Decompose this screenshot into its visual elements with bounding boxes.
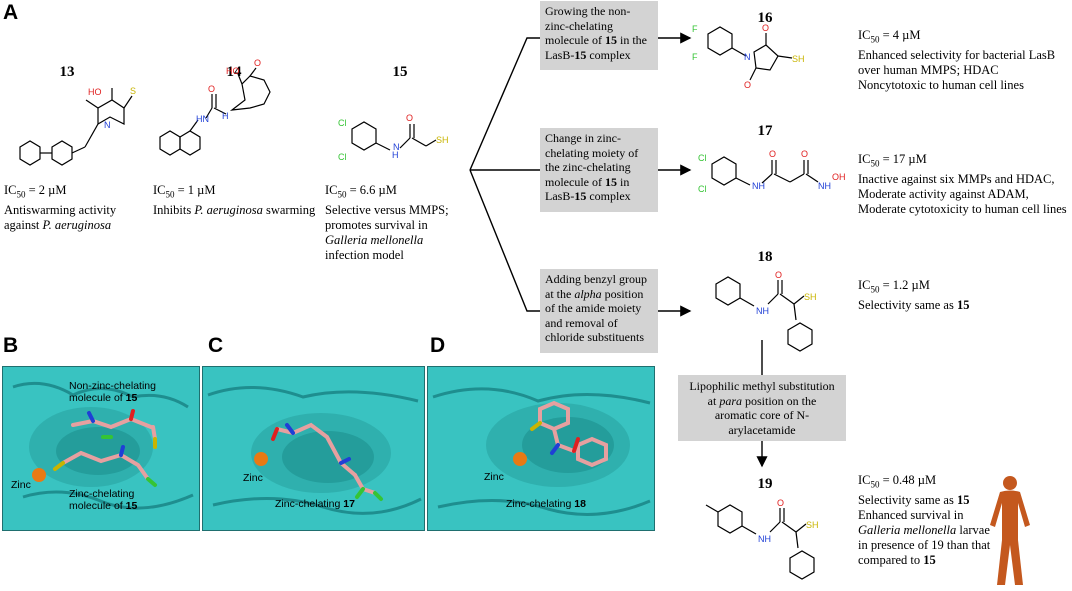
strategy-box-18: Adding benzyl group at the alpha positio… <box>540 269 658 353</box>
svg-text:O: O <box>777 498 784 508</box>
svg-text:SH: SH <box>436 135 449 145</box>
connector-to-box-16 <box>469 37 540 171</box>
docking-surface-d <box>428 367 654 530</box>
svg-text:N: N <box>104 120 111 130</box>
docking-surface-c <box>203 367 424 530</box>
docking-surface-b <box>3 367 199 530</box>
compound-17-description: IC50 = 17 µM Inactive against six MMPs a… <box>858 152 1067 216</box>
svg-text:NH: NH <box>752 181 765 191</box>
svg-text:HO: HO <box>88 87 102 97</box>
svg-text:O: O <box>254 58 261 68</box>
svg-text:H: H <box>222 111 229 121</box>
svg-text:N: N <box>393 142 400 152</box>
svg-text:O: O <box>801 149 808 159</box>
structure-14-labels: HN H O HO O <box>196 58 261 124</box>
compound-16-number: 16 <box>757 10 773 26</box>
structure-16-labels: F F N O O SH <box>692 23 805 90</box>
structure-13 <box>19 88 133 166</box>
svg-text:NH: NH <box>758 534 771 544</box>
svg-text:NH: NH <box>756 306 769 316</box>
docking-panel-d: Zinc Zinc-chelating 18 <box>427 366 655 531</box>
structure-19 <box>705 504 815 580</box>
docking-d-label-chelating: Zinc-chelating 18 <box>506 498 586 510</box>
svg-text:SH: SH <box>792 54 805 64</box>
compound-15-description: IC50 = 6.6 µM Selective versus MMPS; pro… <box>325 183 449 262</box>
svg-text:O: O <box>208 84 215 94</box>
svg-text:NH: NH <box>818 181 831 191</box>
panel-label-d: D <box>430 334 446 357</box>
structure-19-labels: NH O SH <box>758 498 819 544</box>
svg-text:Cl: Cl <box>698 153 707 163</box>
zinc-ion-b <box>32 468 46 482</box>
human-figure-icon <box>990 476 1030 585</box>
svg-text:Cl: Cl <box>698 184 707 194</box>
structure-14 <box>159 67 271 156</box>
compound-16-description: IC50 = 4 µM Enhanced selectivity for bac… <box>858 28 1056 92</box>
docking-d-label-zinc: Zinc <box>484 471 504 483</box>
strategy-box-17: Change in zinc- chelating moiety of the … <box>540 128 658 212</box>
structure-17-labels: Cl Cl NH O O NH OH <box>698 149 846 194</box>
structure-15 <box>351 121 437 151</box>
compound-18-number: 18 <box>757 249 773 265</box>
svg-text:O: O <box>406 113 413 123</box>
compound-14-description: IC50 = 1 µM Inhibits P. aeruginosa swarm… <box>153 183 316 217</box>
structure-17 <box>711 156 819 186</box>
zinc-ion-d <box>513 452 527 466</box>
structure-15-labels: Cl Cl H N O SH <box>338 113 449 162</box>
panel-label-a: A <box>3 1 19 24</box>
zinc-ion-c <box>254 452 268 466</box>
docking-b-label-zinc: Zinc <box>11 479 31 491</box>
compound-14-number: 14 <box>226 64 242 80</box>
connector-to-box-18 <box>469 169 540 312</box>
compound-18-description: IC50 = 1.2 µM Selectivity same as 15 <box>858 278 970 312</box>
compound-17-number: 17 <box>757 123 773 139</box>
svg-text:O: O <box>775 270 782 280</box>
svg-text:S: S <box>130 86 136 96</box>
svg-text:N: N <box>744 52 751 62</box>
compound-19-number: 19 <box>757 476 773 492</box>
svg-text:O: O <box>744 80 751 90</box>
compound-19-description: IC50 = 0.48 µM Selectivity same as 15 En… <box>858 473 991 567</box>
svg-text:O: O <box>769 149 776 159</box>
svg-text:HN: HN <box>196 114 209 124</box>
svg-text:Cl: Cl <box>338 118 347 128</box>
docking-panel-c: Zinc Zinc-chelating 17 <box>202 366 425 531</box>
compound-13-description: IC50 = 2 µM Antiswarming activity agains… <box>4 183 117 232</box>
svg-text:Cl: Cl <box>338 152 347 162</box>
svg-text:SH: SH <box>806 520 819 530</box>
svg-text:SH: SH <box>804 292 817 302</box>
docking-c-label-zinc: Zinc <box>243 472 263 484</box>
structure-18 <box>715 276 813 352</box>
compound-13-number: 13 <box>59 64 75 80</box>
structure-18-labels: NH O SH <box>756 270 817 316</box>
branch-connectors <box>469 37 540 312</box>
svg-text:F: F <box>692 52 698 62</box>
svg-text:HO: HO <box>226 66 240 76</box>
strategy-box-16: Growing the non- zinc-chelating molecule… <box>540 1 658 70</box>
panel-label-b: B <box>3 334 19 357</box>
svg-text:H: H <box>392 150 399 160</box>
strategy-box-19: Lipophilic methyl substitution at para p… <box>678 375 846 441</box>
svg-text:F: F <box>692 24 698 34</box>
panel-label-c: C <box>208 334 224 357</box>
docking-c-label-chelating: Zinc-chelating 17 <box>275 498 355 510</box>
svg-text:O: O <box>762 23 769 33</box>
structure-13-labels: N HO S <box>88 86 136 130</box>
structure-16 <box>707 26 793 81</box>
compound-15-number: 15 <box>392 64 408 80</box>
svg-text:OH: OH <box>832 172 846 182</box>
